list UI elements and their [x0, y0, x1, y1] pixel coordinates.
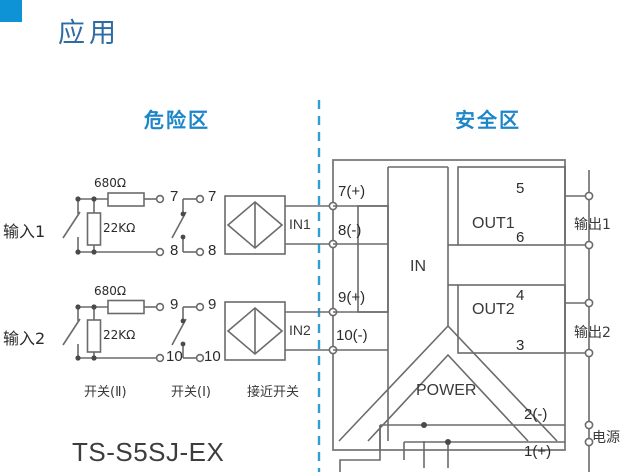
switch2-terminal-9: 9: [170, 296, 179, 313]
device-terminal-7p: 7(+): [338, 183, 366, 200]
device-terminal-8n: 8(-): [338, 222, 362, 239]
output-terminal-6: 6: [516, 229, 525, 246]
page-title: 应用: [58, 18, 120, 49]
power-terminal-2n: 2(-): [524, 406, 548, 423]
input2-shunt-resistor-label: 22KΩ: [103, 328, 136, 342]
device-block-out2: OUT2: [472, 301, 515, 318]
device-terminal-10n: 10(-): [336, 327, 368, 344]
input1-shunt-resistor-label: 22KΩ: [103, 221, 136, 235]
sensor-label-in2: IN2: [289, 322, 311, 338]
device-block-power: POWER: [416, 382, 477, 399]
device-block-out1: OUT1: [472, 215, 515, 232]
sensor-label-in1: IN1: [289, 216, 311, 232]
switch1-terminal-8: 8: [208, 242, 217, 259]
power-terminal-1p: 1(+): [524, 443, 552, 460]
device-model-number: TS-S5SJ-EX: [72, 437, 225, 467]
right-label-output2: 输出2: [574, 325, 611, 341]
caption-proximity-switch: 接近开关: [247, 385, 300, 400]
device-block-in: IN: [410, 258, 426, 275]
zone-label-hazardous: 危险区: [144, 108, 210, 132]
switch2-terminal-7: 7: [170, 188, 179, 205]
output-terminal-3: 3: [516, 337, 525, 354]
switch1-terminal-7: 7: [208, 188, 217, 205]
switch1-terminal-9: 9: [208, 296, 217, 313]
right-label-output1: 输出1: [574, 217, 611, 233]
input1-series-resistor-label: 680Ω: [94, 176, 127, 190]
switch2-terminal-10: 10: [166, 348, 183, 365]
caption-switch-one: 开关(Ⅰ): [171, 385, 211, 400]
input1-label: 输入1: [3, 222, 46, 241]
output-terminal-4: 4: [516, 287, 525, 304]
input2-label: 输入2: [3, 329, 46, 348]
input2-series-resistor-label: 680Ω: [94, 284, 127, 298]
switch1-terminal-10: 10: [204, 348, 221, 365]
caption-switch-two: 开关(Ⅱ): [84, 385, 127, 400]
device-terminal-9p: 9(+): [338, 289, 366, 306]
right-label-power: 电源: [592, 430, 620, 446]
blue-square-icon: [0, 0, 22, 22]
switch2-terminal-8: 8: [170, 242, 179, 259]
zone-label-safe: 安全区: [455, 108, 521, 132]
output-terminal-5: 5: [516, 180, 525, 197]
